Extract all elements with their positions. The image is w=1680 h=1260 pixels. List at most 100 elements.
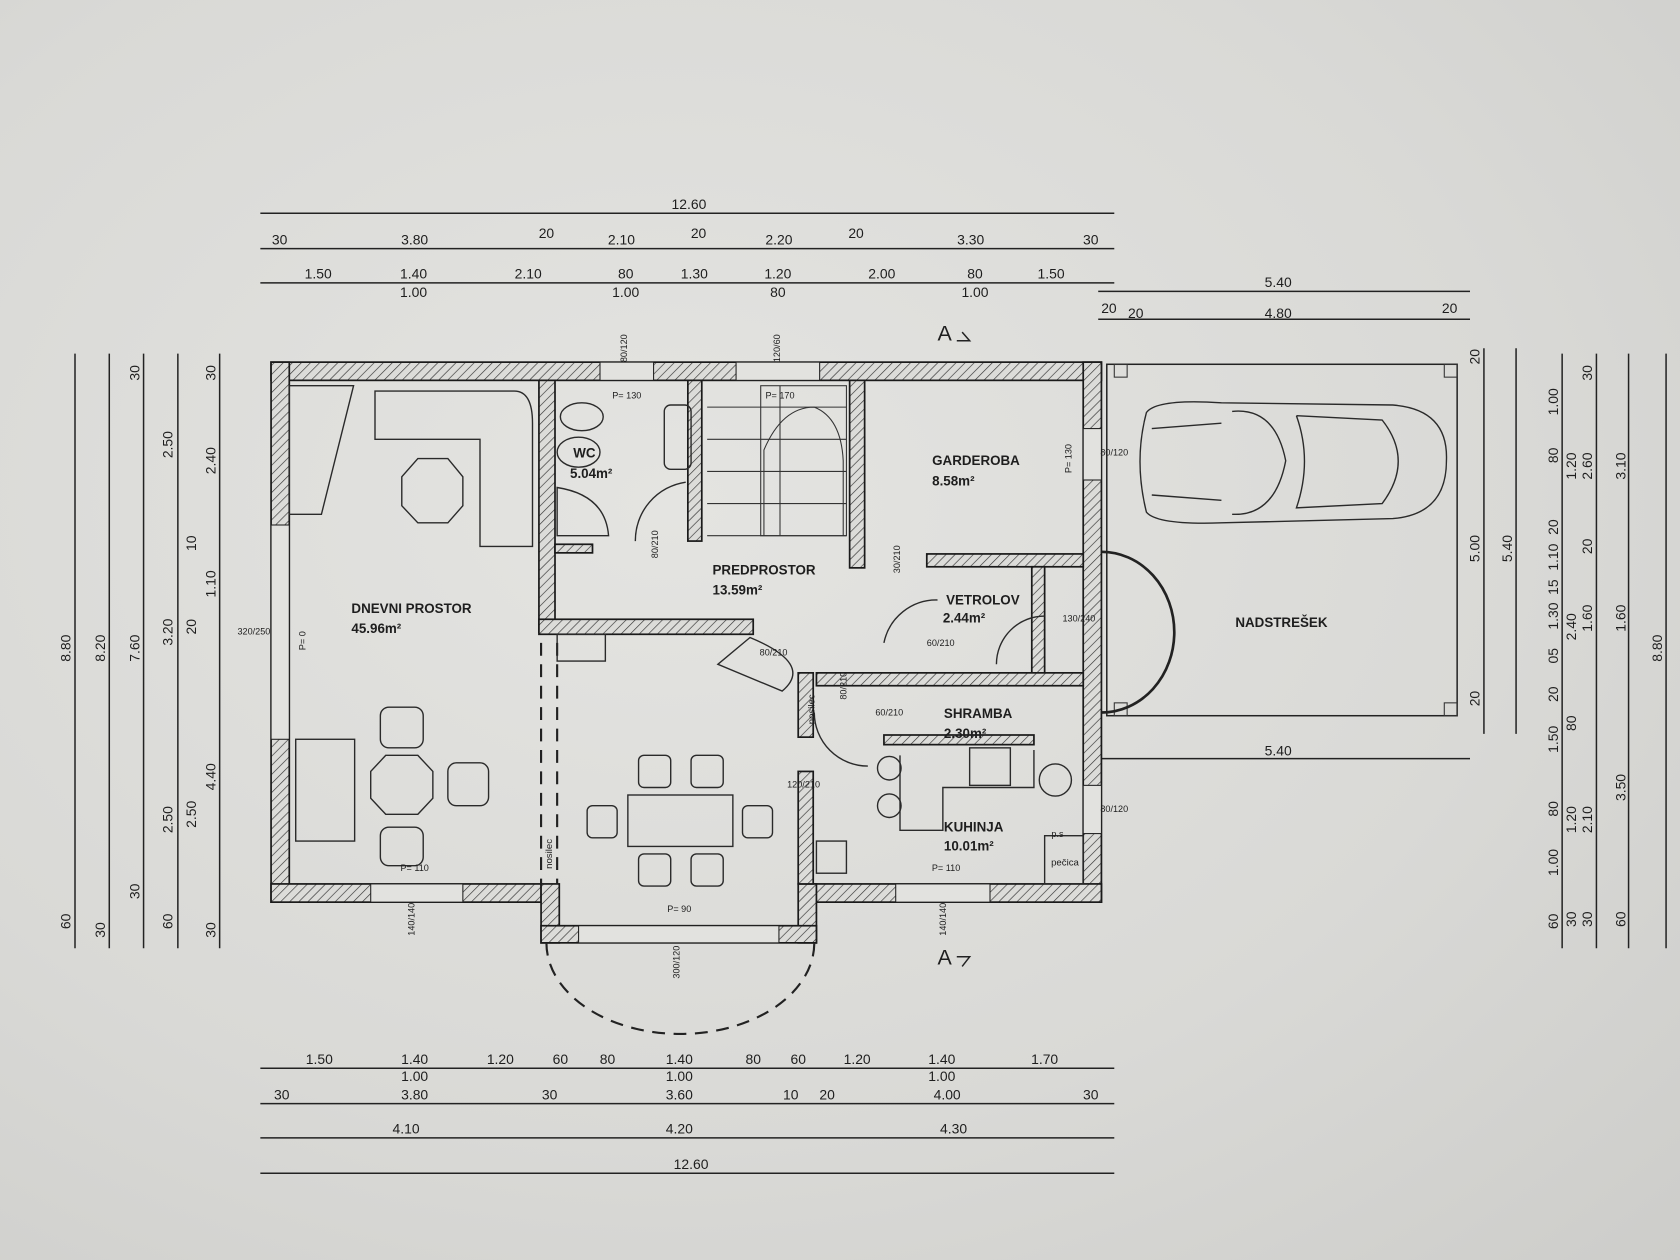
carport	[1106, 363, 1458, 717]
label-nosilec: nosilec	[806, 694, 817, 724]
dimension-label: 80	[1563, 715, 1579, 731]
dimension-label: 1.00	[401, 1068, 428, 1084]
furniture	[288, 385, 1084, 887]
dimension-label: 30	[202, 922, 218, 938]
opening-label: 120/210	[787, 780, 820, 790]
dimension-label: 30	[274, 1086, 290, 1102]
dimension-label: 3.20	[160, 618, 176, 645]
room-area-kuhinja: 10.01m²	[944, 839, 994, 854]
entrance-porch	[1101, 550, 1176, 714]
dimension-label: 20	[1467, 349, 1483, 365]
dimension-label: 1.40	[400, 266, 427, 282]
dimension-label: 20	[1128, 305, 1144, 321]
dimension-label: 7.60	[126, 634, 142, 661]
room-name-dnevni-prostor: DNEVNI PROSTOR	[351, 601, 471, 616]
dimension-label: 80	[770, 284, 786, 300]
label-nosilec: nosilec	[544, 839, 555, 869]
dimension-label: 2.50	[183, 800, 199, 827]
opening-label: 130/240	[1062, 613, 1095, 623]
dimension-label: 80	[600, 1051, 616, 1067]
dimension-label: 30	[1563, 911, 1579, 927]
dimension-label: 8.20	[92, 634, 108, 661]
dimension-label: 60	[1545, 913, 1561, 929]
dimension-label: 20	[1545, 686, 1561, 702]
dimension-label: 5.40	[1265, 274, 1292, 290]
dimension-label: 30	[92, 922, 108, 938]
dimension-label: 2.50	[160, 806, 176, 833]
staircase	[707, 385, 847, 537]
dimension-label: 4.30	[940, 1121, 967, 1137]
dimension-label: 20	[1545, 519, 1561, 535]
dimension-label: 1.10	[202, 570, 218, 597]
section-mark-top: A	[938, 322, 953, 346]
room-name-garderoba: GARDEROBA	[932, 453, 1020, 468]
dimension-label: 3.30	[957, 231, 984, 247]
room-area-wc: 5.04m²	[570, 466, 613, 481]
opening-label: 80/120	[619, 334, 629, 362]
dimension-label: 3.60	[666, 1086, 693, 1102]
dimension-label: 60	[790, 1051, 806, 1067]
dimension-label: 80	[1545, 447, 1561, 463]
car-icon	[1139, 401, 1448, 524]
dimension-label: 4.80	[1265, 305, 1292, 321]
opening-label: 320/250	[237, 626, 270, 636]
opening-label: 140/140	[407, 903, 417, 936]
dimension-label: 1.00	[400, 284, 427, 300]
dimension-label: 1.10	[1545, 543, 1561, 570]
dimension-label: 1.20	[1563, 806, 1579, 833]
dimension-label: 1.00	[666, 1068, 693, 1084]
dimension-label: 4.20	[666, 1121, 693, 1137]
dimension-label: 20	[1442, 300, 1458, 316]
opening-label: 80/210	[760, 648, 788, 658]
dimension-label: 12.60	[672, 196, 707, 212]
dimension-label: 1.20	[764, 266, 791, 282]
section-mark-bottom: A	[938, 945, 953, 969]
room-name-nadstresek: NADSTREŠEK	[1235, 615, 1327, 630]
dimension-label: 20	[1101, 300, 1117, 316]
dimension-label: 20	[691, 225, 707, 241]
dimension-label: 1.30	[1545, 602, 1561, 629]
dimension-label: 60	[553, 1051, 569, 1067]
opening-label: 300/120	[671, 946, 681, 979]
dimension-label: 80	[618, 266, 634, 282]
dimension-label: 1.00	[961, 284, 988, 300]
dimension-label: 1.30	[681, 266, 708, 282]
dimension-label: 2.10	[608, 231, 635, 247]
dimension-label: 1.00	[928, 1068, 955, 1084]
dimension-label: 20	[1467, 691, 1483, 707]
dimension-label: 1.20	[844, 1051, 871, 1067]
dimension-label: 1.50	[1545, 725, 1561, 752]
dimension-label: 3.10	[1612, 452, 1628, 479]
dimension-label: 4.40	[202, 763, 218, 790]
dimension-label: 1.20	[487, 1051, 514, 1067]
opening-label: 60/210	[927, 638, 955, 648]
dimension-label: 30	[1579, 365, 1595, 381]
room-area-shramba: 2.30m²	[944, 726, 987, 741]
opening-label: 120/60	[772, 334, 782, 362]
dimension-label: 30	[1083, 1086, 1099, 1102]
label-pecica: pečica	[1051, 858, 1079, 869]
room-name-wc: WC	[573, 446, 596, 461]
dimension-label: 30	[1083, 231, 1099, 247]
dimension-label: 8.80	[1649, 634, 1665, 661]
dimension-label: 30	[1579, 911, 1595, 927]
dimension-label: 20	[1579, 538, 1595, 554]
dimension-label: 05	[1545, 648, 1561, 664]
dimension-label: 2.10	[1579, 806, 1595, 833]
dimension-label: 2.10	[515, 266, 542, 282]
opening-label: 60/210	[875, 708, 903, 718]
opening-label: 80/210	[838, 672, 848, 700]
dimension-label: 3.80	[401, 1086, 428, 1102]
dimension-label: 20	[539, 225, 555, 241]
dimension-label: 10	[783, 1086, 799, 1102]
dimension-label: 1.40	[666, 1051, 693, 1067]
room-labels: DNEVNI PROSTOR 45.96m² WC 5.04m² PREDPRO…	[351, 322, 1327, 970]
dimension-label: 80	[745, 1051, 761, 1067]
dimension-label: 1.00	[1545, 849, 1561, 876]
dimension-label: 60	[160, 913, 176, 929]
label-ps: p.s	[1051, 829, 1064, 839]
dimension-label: 30	[542, 1086, 558, 1102]
dimension-label: 10	[183, 535, 199, 551]
